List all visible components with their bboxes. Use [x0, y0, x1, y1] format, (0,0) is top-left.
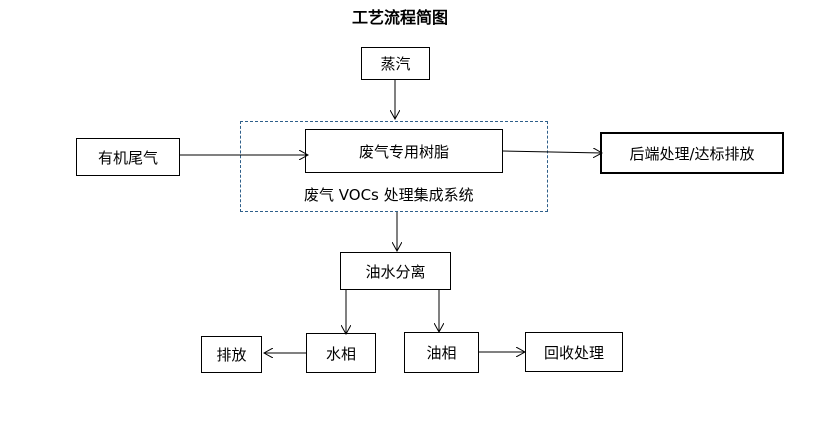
node-emission: 排放 — [201, 336, 262, 373]
arrow-resin-to-discharge — [502, 151, 602, 153]
node-resin: 废气专用树脂 — [305, 129, 503, 173]
node-oil-phase: 油相 — [404, 332, 479, 373]
vocs-system-group — [240, 121, 548, 212]
diagram-title: 工艺流程简图 — [351, 8, 448, 27]
node-recovery: 回收处理 — [525, 332, 623, 372]
node-organic-exhaust: 有机尾气 — [76, 138, 180, 176]
node-steam: 蒸汽 — [361, 47, 430, 80]
vocs-system-label: 废气 VOCs 处理集成系统 — [304, 186, 474, 204]
node-oil-water-separation: 油水分离 — [340, 252, 451, 290]
node-discharge-end: 后端处理/达标排放 — [600, 132, 784, 174]
